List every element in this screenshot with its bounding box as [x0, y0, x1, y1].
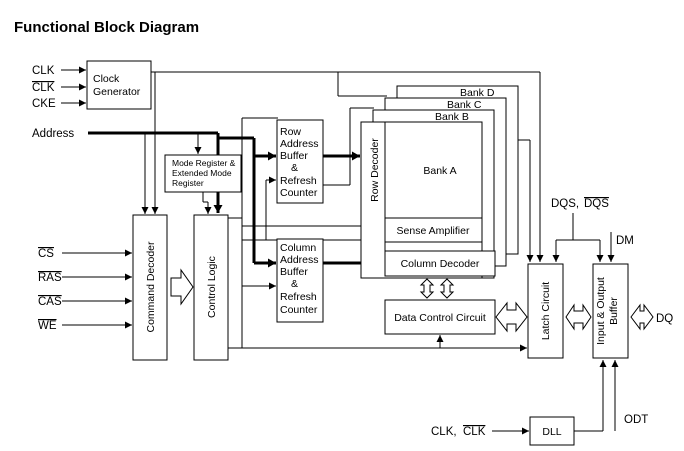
- bank-d-label: Bank D: [460, 87, 495, 99]
- dm-label: DM: [616, 235, 634, 247]
- decoder-to-control-arrow: [170, 268, 194, 306]
- data-control-label: Data Control Circuit: [394, 312, 486, 324]
- column-buffer-label-2: Address: [280, 254, 319, 266]
- sense-amplifier-label: Sense Amplifier: [397, 225, 470, 237]
- control-logic-block: [193, 214, 229, 361]
- we-label: WE: [38, 320, 57, 332]
- command-decoder-block: [132, 214, 168, 361]
- column-buffer-label-5: Refresh: [280, 291, 317, 303]
- clk-label: CLK: [32, 65, 55, 77]
- row-decoder-label: Row Decoder: [369, 138, 381, 202]
- bank-b-label: Bank B: [435, 111, 469, 123]
- ras-label: RAS: [38, 272, 62, 284]
- dll-clk-bar-label: CLK: [463, 426, 486, 438]
- latch-to-io-arrow: [565, 303, 592, 331]
- control-logic-label: Control Logic: [206, 256, 218, 318]
- cas-label: CAS: [38, 296, 62, 308]
- dll-block: [529, 416, 575, 446]
- column-to-data-control-arrow-2: [439, 278, 455, 299]
- dll-clk-label: CLK,: [431, 426, 457, 438]
- sense-amplifier-block: [384, 217, 483, 243]
- row-address-buffer-block: [276, 119, 324, 204]
- data-control-block: [384, 299, 496, 335]
- mode-register-label-2: Extended Mode: [172, 168, 232, 178]
- row-buffer-label-2: Address: [280, 138, 319, 150]
- dqs-label: DQS,: [551, 198, 579, 210]
- column-to-data-control-arrow: [419, 278, 435, 299]
- latch-circuit-label: Latch Circuit: [540, 282, 552, 340]
- page-title: Functional Block Diagram: [14, 19, 199, 36]
- cke-label: CKE: [32, 98, 56, 110]
- column-decoder-label: Column Decoder: [401, 258, 480, 270]
- column-buffer-label-1: Column: [280, 242, 316, 254]
- column-decoder-block: [384, 250, 496, 277]
- dq-arrow: [630, 303, 654, 331]
- clock-generator-label-1: Clock: [93, 73, 120, 85]
- column-address-buffer-block: [276, 238, 324, 323]
- odt-label: ODT: [624, 414, 648, 426]
- clk-bar-label: CLK: [32, 82, 55, 94]
- row-buffer-label-3: Buffer: [280, 150, 308, 162]
- column-buffer-label-3: Buffer: [280, 266, 308, 278]
- bank-a-label: Bank A: [423, 165, 456, 177]
- command-decoder-label: Command Decoder: [145, 241, 157, 333]
- io-buffer-label-1: Input & Output: [595, 277, 607, 345]
- row-buffer-label-1: Row: [280, 126, 301, 138]
- dqs-bar-label: DQS: [584, 198, 609, 210]
- latch-circuit-block: [527, 263, 564, 359]
- row-buffer-label-6: Counter: [280, 187, 318, 199]
- data-control-to-latch-arrow: [495, 301, 528, 333]
- mode-register-label-3: Register: [172, 178, 204, 188]
- address-label: Address: [32, 128, 74, 140]
- row-buffer-label-4: &: [291, 162, 298, 174]
- clock-generator-block: [86, 60, 152, 110]
- cs-label: CS: [38, 248, 54, 260]
- io-buffer-label-2: Buffer: [608, 297, 620, 325]
- clock-generator-label-2: Generator: [93, 86, 141, 98]
- dll-label: DLL: [542, 426, 561, 438]
- dq-label: DQ: [656, 313, 673, 325]
- io-buffer-block: [592, 263, 629, 359]
- bank-c-label: Bank C: [447, 99, 482, 111]
- row-buffer-label-5: Refresh: [280, 175, 317, 187]
- mode-register-label-1: Mode Register &: [172, 158, 236, 168]
- column-buffer-label-4: &: [291, 278, 298, 290]
- column-buffer-label-6: Counter: [280, 304, 318, 316]
